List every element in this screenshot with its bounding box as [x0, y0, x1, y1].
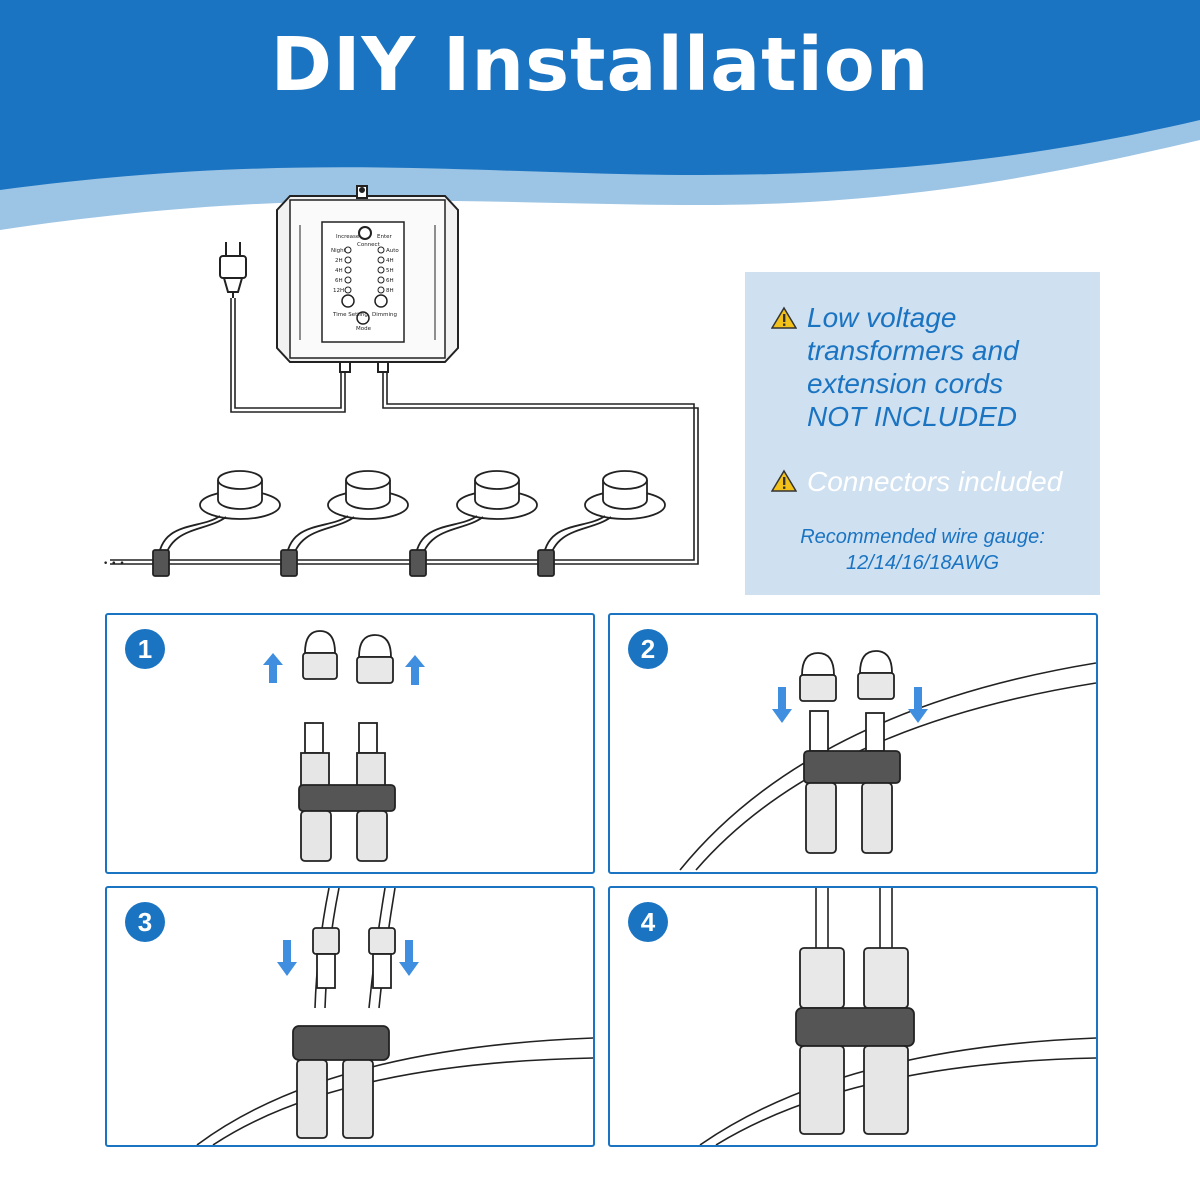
- controller-label-4h: 4H: [335, 268, 343, 274]
- requirements-note-box: Low voltage transformers and extension c…: [745, 272, 1100, 595]
- wiring-diagram: Increase Enter Connect Night 2H 4H 6H 12…: [103, 185, 699, 577]
- controller-label-6h: 6H: [335, 278, 343, 284]
- header-wave-background: [0, 0, 1200, 230]
- step-number-4: 4: [628, 902, 668, 942]
- controller-label-r8h: 8H: [386, 288, 394, 294]
- wiring-lines: [110, 298, 699, 565]
- step-4-illustration: [699, 888, 1096, 1145]
- cap-icon: [302, 630, 394, 684]
- connector-body: [298, 722, 396, 862]
- deck-light-1: [152, 470, 281, 577]
- step-3-panel: 3: [105, 886, 595, 1147]
- controller-label-connect: Connect: [357, 242, 381, 248]
- down-arrow-icon: [772, 687, 928, 723]
- step-number-2: 2: [628, 629, 668, 669]
- controller-label-night: Night: [331, 248, 347, 254]
- controller-label-enter: Enter: [377, 234, 393, 240]
- up-arrow-icon: [263, 653, 425, 685]
- connector-body: [292, 927, 396, 1139]
- step-2-illustration: [679, 650, 1096, 871]
- warning-line-1: Low voltage: [807, 302, 957, 333]
- connector-body: [795, 947, 915, 1135]
- controller-label-2h: 2H: [335, 258, 343, 264]
- step-number-1: 1: [125, 629, 165, 669]
- controller-label-time-setting: Time Setting: [332, 312, 368, 318]
- controller-label-dimming: Dimming: [372, 312, 397, 318]
- step-1-illustration: [263, 630, 425, 862]
- warning-line-2: transformers and: [807, 335, 1019, 366]
- controller-label-increase: Increase: [336, 234, 360, 240]
- warning-icon: [771, 306, 797, 329]
- step-number-3: 3: [125, 902, 165, 942]
- controller-label-r4h: 4H: [386, 258, 394, 264]
- step-3-illustration: [196, 888, 593, 1145]
- deck-light-4: [537, 470, 666, 577]
- step-2-panel: 2: [608, 613, 1098, 874]
- wire-continuation-dots: • • •: [103, 559, 125, 569]
- gauge-label: Recommended wire gauge:: [800, 526, 1045, 548]
- gauge-value: 12/14/16/18AWG: [845, 552, 1000, 574]
- controller-label-r6h: 6H: [386, 278, 394, 284]
- connector-body: [803, 710, 901, 854]
- controller-label-12h: 12H: [333, 288, 344, 294]
- warning-line-4: NOT INCLUDED: [807, 401, 1018, 432]
- deck-light-2: [280, 470, 409, 577]
- controller-label-mode: Mode: [356, 326, 372, 332]
- down-arrow-icon: [277, 940, 419, 976]
- cable-curves: [196, 888, 593, 1145]
- warning-icon: [771, 469, 797, 492]
- deck-light-3: [409, 470, 538, 577]
- power-plug-icon: [219, 242, 247, 298]
- controller-box: [276, 185, 459, 373]
- controller-label-r5h: 5H: [386, 268, 394, 274]
- warning-line-3: extension cords: [807, 368, 1004, 399]
- connectors-note: Connectors included: [807, 466, 1063, 497]
- step-1-panel: 1: [105, 613, 595, 874]
- step-4-panel: 4: [608, 886, 1098, 1147]
- page-title: DIY Installation: [270, 22, 930, 108]
- cap-icon: [799, 650, 895, 702]
- controller-label-auto: Auto: [386, 248, 399, 254]
